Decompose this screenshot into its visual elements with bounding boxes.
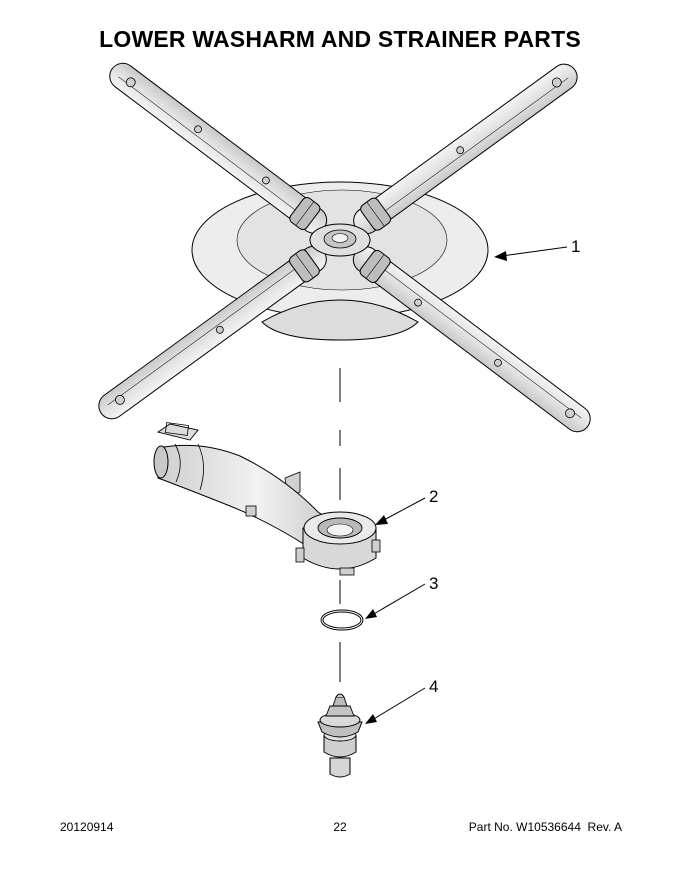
spray-hole <box>565 408 575 419</box>
washarm-dish-lip <box>261 299 419 341</box>
spray-hole <box>194 125 202 134</box>
spray-hole <box>551 77 562 88</box>
spray-hole <box>494 358 502 367</box>
washarm-manifold <box>153 422 381 576</box>
spray-hole <box>215 325 224 334</box>
callout-arrowheads <box>365 251 507 724</box>
spray-hole <box>115 394 125 405</box>
spray-hole <box>414 298 422 307</box>
footer-page-number: 22 <box>333 820 347 834</box>
spray-hole <box>125 77 136 88</box>
lower-washarm <box>98 62 591 433</box>
callout-number: 2 <box>429 487 438 506</box>
spray-hole <box>456 146 465 155</box>
callout-leaders <box>371 246 568 721</box>
washarm-blade-lower-right <box>352 246 591 433</box>
spray-hole <box>262 176 270 185</box>
page-title: LOWER WASHARM AND STRAINER PARTS <box>99 26 581 52</box>
washarm-blade-upper-right <box>353 63 578 235</box>
footer-part-number: Part No. W10536644 Rev. A <box>468 820 622 834</box>
footer-date: 20120914 <box>60 820 114 834</box>
o-ring <box>320 609 364 631</box>
callout-number: 3 <box>429 574 438 593</box>
washarm-bearing <box>317 693 363 778</box>
callout-number: 4 <box>429 677 438 696</box>
callout-number: 1 <box>571 237 580 256</box>
